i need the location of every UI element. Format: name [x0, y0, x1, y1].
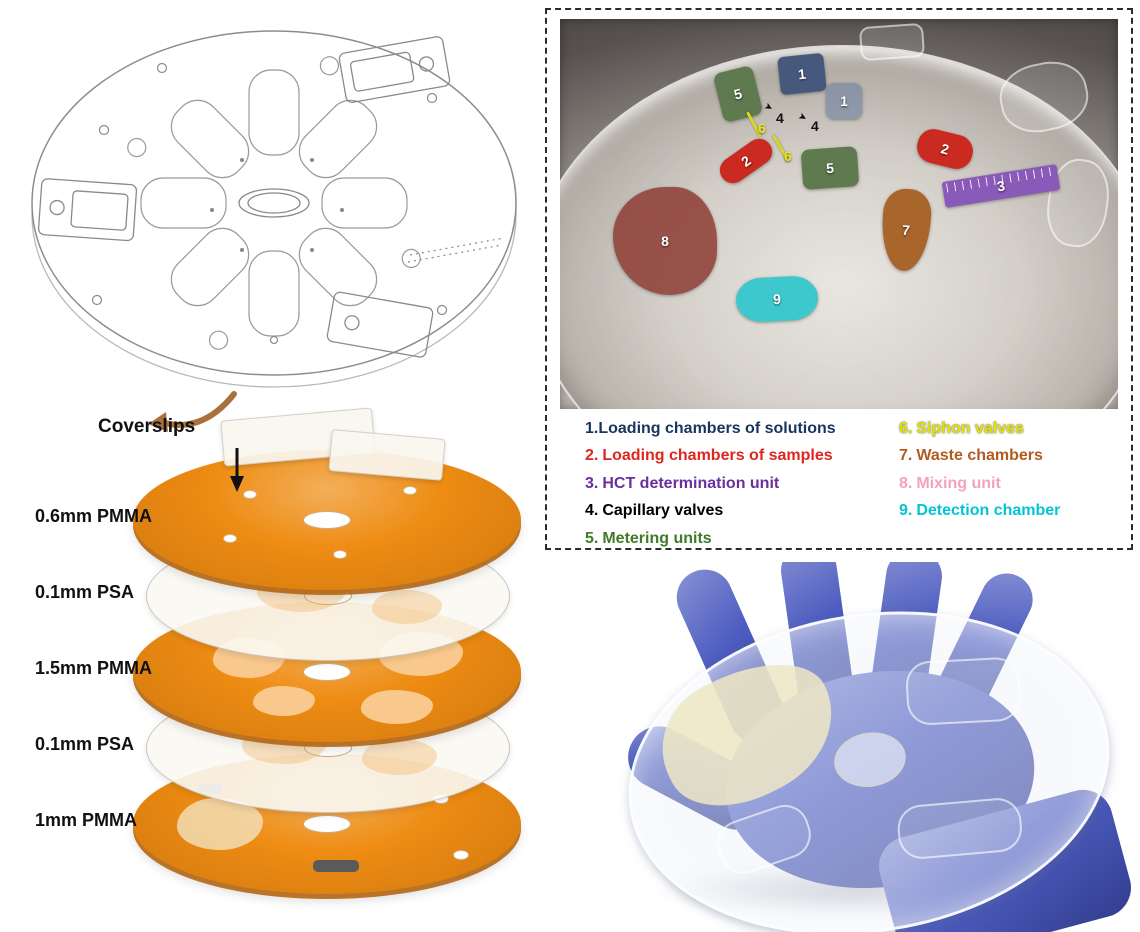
- cutout-shape: [361, 690, 433, 724]
- region-number: 5: [825, 159, 835, 177]
- legend-number: 6.: [899, 420, 913, 437]
- layer-label-1-5mm-pmma: 1.5mm PMMA: [35, 658, 153, 678]
- legend-label: Capillary valves: [602, 502, 724, 520]
- vent-hole: [333, 550, 347, 559]
- layer-label-0-1mm-psa-bottom: 0.1mm PSA: [35, 734, 135, 754]
- vent-hole: [403, 486, 417, 495]
- region-number: 2: [939, 140, 951, 158]
- reagent-region: [639, 637, 857, 831]
- region-number: 9: [772, 290, 782, 308]
- cutout-shape: [362, 739, 437, 775]
- coverslips-arrow-icon: [148, 391, 237, 432]
- cutout-shape: [253, 686, 315, 716]
- legend-number: 2.: [585, 447, 599, 465]
- legend-label: Metering units: [602, 529, 712, 547]
- legend-number: 5.: [585, 529, 599, 547]
- legend-label: Loading chambers of solutions: [598, 420, 836, 437]
- region-number: 2: [738, 152, 754, 170]
- legend-item-mixing-unit: 8.Mixing unit: [899, 475, 1060, 493]
- layer-disc-0-6mm-pmma: [133, 450, 521, 590]
- center-hole: [303, 511, 351, 529]
- region-metering-unit: 5: [800, 146, 860, 190]
- down-arrow-icon: [230, 448, 244, 492]
- legend-item-capillary-valves: 4.Capillary valves: [585, 502, 836, 520]
- legend-item-loading-solutions: 1.Loading chambers of solutions: [585, 420, 836, 438]
- legend-item-metering-units: 5.Metering units: [585, 530, 836, 548]
- region-loading-chamber-solutions: 1: [826, 83, 862, 119]
- microfluidic-channel: [904, 656, 1022, 727]
- legend-label: Detection chamber: [916, 502, 1061, 520]
- vent-hole: [223, 534, 237, 543]
- region-number: 5: [732, 85, 744, 103]
- legend-item-loading-samples: 2.Loading chambers of samples: [585, 447, 836, 465]
- coverslips-label: Coverslips: [98, 416, 196, 437]
- legend-label: Mixing unit: [916, 474, 1001, 492]
- region-number: 1: [797, 65, 807, 83]
- region-detection-chamber: 9: [734, 274, 820, 324]
- region-number: 7: [901, 221, 911, 239]
- region-loading-chamber-solutions: 1: [777, 52, 827, 96]
- siphon-valve-number: 6: [784, 148, 792, 164]
- region-number: 1: [840, 93, 848, 109]
- vent-hole: [453, 850, 469, 860]
- glove-photo-panel: [585, 562, 1140, 932]
- region-number: 8: [661, 233, 669, 249]
- vent-hole: [243, 490, 257, 499]
- legend-left-column: 1.Loading chambers of solutions 2.Loadin…: [585, 420, 836, 557]
- legend-item-hct-unit: 3.HCT determination unit: [585, 475, 836, 493]
- legend-label: Siphon valves: [916, 420, 1024, 437]
- capillary-valve-number: 4: [776, 110, 784, 126]
- legend-number: 9.: [899, 502, 913, 520]
- legend-item-siphon-valves: 6.Siphon valves: [899, 420, 1060, 438]
- legend-label: HCT determination unit: [602, 474, 780, 492]
- legend-label: Loading chambers of samples: [602, 447, 833, 465]
- legend-label: Waste chambers: [916, 447, 1043, 465]
- capillary-valve-number: 4: [811, 118, 819, 134]
- center-hole: [303, 663, 351, 681]
- legend-number: 4.: [585, 502, 599, 520]
- slot-feature: [313, 860, 359, 872]
- region-number: 3: [995, 177, 1007, 195]
- layer-label-0-1mm-psa-top: 0.1mm PSA: [35, 582, 135, 602]
- clear-chamber: [858, 22, 926, 62]
- layer-label-1mm-pmma: 1mm PMMA: [35, 810, 138, 830]
- microfluidic-channel: [895, 796, 1024, 861]
- legend-number: 8.: [899, 474, 913, 492]
- legend-number: 1.: [585, 420, 599, 437]
- microfluidic-channel: [710, 798, 818, 881]
- legend-number: 7.: [899, 447, 913, 465]
- siphon-valve-number: 6: [758, 120, 766, 136]
- legend-number: 3.: [585, 474, 599, 492]
- annotated-figure-box: 5 1 1 2 5 2 3 7 8 9 4 4: [545, 8, 1133, 550]
- center-hole: [303, 815, 351, 833]
- legend-right-column: 6.Siphon valves 7.Waste chambers 8.Mixin…: [899, 420, 1060, 530]
- disc-photo: 5 1 1 2 5 2 3 7 8 9 4 4: [560, 19, 1118, 409]
- wireframe-disc-drawing: [31, 30, 517, 388]
- legend-item-detection-chamber: 9.Detection chamber: [899, 502, 1060, 520]
- layer-label-0-6mm-pmma: 0.6mm PMMA: [35, 506, 153, 526]
- disc-center-hub: [830, 727, 910, 792]
- cutout-shape: [372, 590, 442, 624]
- region-mixing-unit: 8: [613, 187, 717, 295]
- legend-item-waste-chambers: 7.Waste chambers: [899, 447, 1060, 465]
